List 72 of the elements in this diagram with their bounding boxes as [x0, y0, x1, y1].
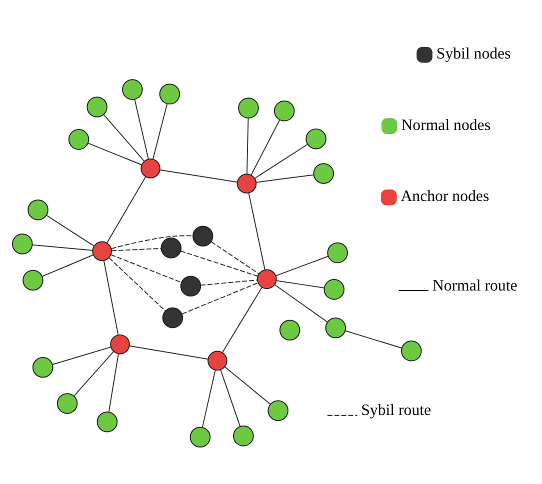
node-circle	[327, 242, 348, 264]
connector	[108, 353, 119, 413]
node-circle	[180, 276, 202, 297]
connector	[160, 169, 238, 183]
node-circle	[236, 174, 257, 194]
node-circle	[268, 400, 288, 421]
legend-label: Anchor nodes	[400, 188, 490, 206]
connector	[42, 254, 94, 277]
node-circle	[233, 426, 254, 446]
connector	[88, 142, 142, 166]
connector	[224, 366, 271, 405]
node-circle	[56, 393, 78, 414]
node-circle	[110, 334, 130, 354]
connector	[275, 256, 328, 276]
connector	[134, 98, 149, 160]
node-circle	[208, 350, 228, 371]
connector	[344, 330, 402, 348]
node-circle	[92, 241, 112, 262]
node-circle	[12, 234, 33, 254]
connector	[103, 260, 119, 336]
node-circle	[324, 279, 344, 300]
node-circle	[190, 426, 211, 448]
legend-label: Sybil nodes	[436, 46, 511, 63]
connector	[220, 369, 241, 428]
connector	[182, 282, 259, 314]
connector	[180, 250, 258, 277]
connector	[46, 214, 94, 246]
node-circle	[32, 356, 54, 378]
connector	[111, 248, 162, 252]
node-circle	[68, 129, 90, 150]
node-circle	[325, 317, 346, 338]
connector	[250, 120, 280, 176]
connector	[246, 118, 249, 174]
node-circle	[313, 163, 334, 184]
connector	[256, 174, 314, 183]
node-circle	[279, 320, 300, 341]
legend-label: Sybil route	[361, 402, 432, 420]
node-circle	[274, 100, 295, 122]
node-circle	[22, 270, 44, 291]
connector	[103, 114, 144, 162]
connector	[276, 280, 324, 288]
connector	[202, 370, 216, 428]
node-circle	[28, 199, 48, 220]
connector	[210, 241, 260, 274]
connector	[128, 345, 208, 360]
node-circle	[400, 340, 422, 362]
connector	[254, 144, 308, 179]
node-circle	[122, 79, 143, 100]
node-circle	[86, 96, 108, 118]
connector	[108, 257, 166, 312]
node-circle	[140, 158, 160, 178]
node-circle	[96, 412, 118, 432]
connector	[110, 254, 182, 283]
node-circle	[306, 128, 326, 150]
connector	[248, 192, 266, 270]
connector	[200, 280, 258, 286]
connector	[32, 244, 94, 251]
legend-label: Normal nodes	[401, 116, 490, 134]
connector	[110, 235, 194, 250]
connector	[52, 346, 112, 365]
connector	[222, 286, 262, 354]
node-circle	[162, 307, 184, 328]
connector	[274, 284, 328, 323]
connector	[74, 351, 114, 396]
legend-label: Normal route	[432, 277, 518, 294]
connector	[106, 176, 146, 244]
node-circle	[256, 269, 277, 290]
node-circle	[238, 98, 259, 118]
connector	[152, 103, 168, 160]
node-circle	[160, 238, 182, 258]
node-circle	[192, 226, 214, 247]
node-circle	[159, 84, 180, 104]
